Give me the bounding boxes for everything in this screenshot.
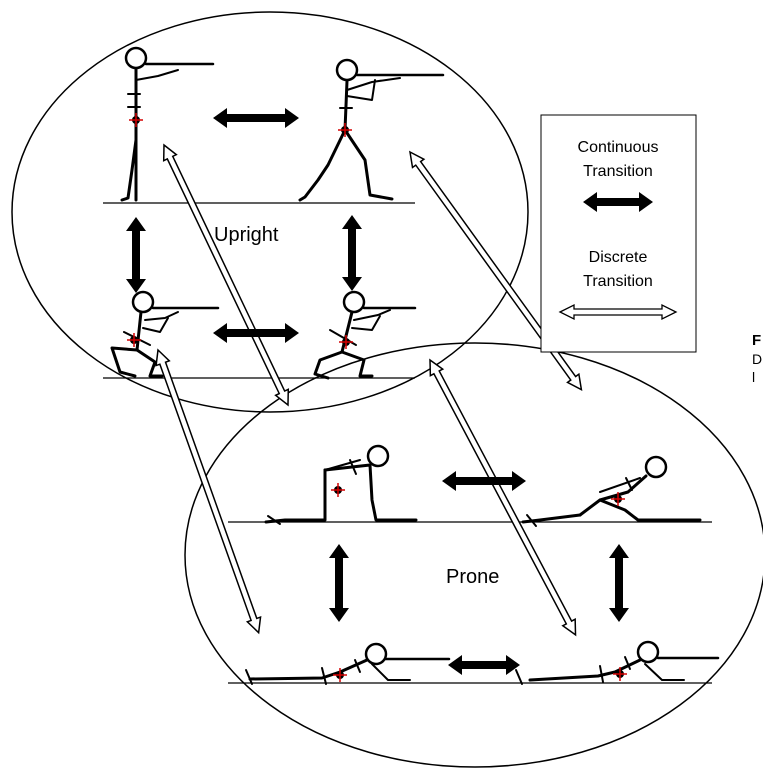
continuous-arrow-prone-left [329,544,349,622]
figure-prone-lying-right [515,640,720,685]
discrete-arrow-kneel-to-prone-lie [155,348,262,635]
figure-prone-lying-left [245,642,451,685]
discrete-arrow-crouch-to-prone-lie2 [429,358,577,637]
continuous-arrow-prone-top [442,471,526,491]
figure-prone-sit [264,444,418,525]
legend-continuous-arrow [583,192,653,212]
discrete-arrow-walk-to-prone-lean [409,150,583,392]
legend: Continuous Transition Discrete Transitio… [540,114,697,353]
caption-line-2: D [752,351,762,367]
prone-region-label: Prone [446,566,499,588]
figure-standing [120,46,215,202]
continuous-transition-arrows [126,108,629,675]
continuous-arrow-upright-top [213,108,299,128]
legend-discrete-arrow [558,303,678,321]
prone-region-ellipse [184,342,763,768]
ground-lines [103,202,712,684]
continuous-arrow-prone-right [609,544,629,622]
continuous-arrow-prone-bottom [448,655,520,675]
continuous-arrow-upright-right [342,215,362,291]
continuous-arrow-upright-left [126,217,146,293]
legend-continuous-line1: Continuous [578,139,659,156]
figure-kneeling [110,290,220,378]
upright-region-ellipse [11,11,529,413]
discrete-arrow-stand-to-prone-sit [162,143,290,407]
figure-walking [298,58,445,202]
discrete-transition-arrows [155,143,583,637]
continuous-arrow-upright-bottom [213,323,299,343]
figure-prone-lean [521,455,702,527]
caption-line-1: F [752,332,761,349]
legend-discrete-line2: Transition [583,273,653,290]
caption-line-3: l [752,369,755,385]
legend-continuous-line2: Transition [583,163,653,180]
legend-discrete-line1: Discrete [589,249,648,266]
upright-region-label: Upright [214,224,279,246]
figure-crouching [313,290,417,380]
